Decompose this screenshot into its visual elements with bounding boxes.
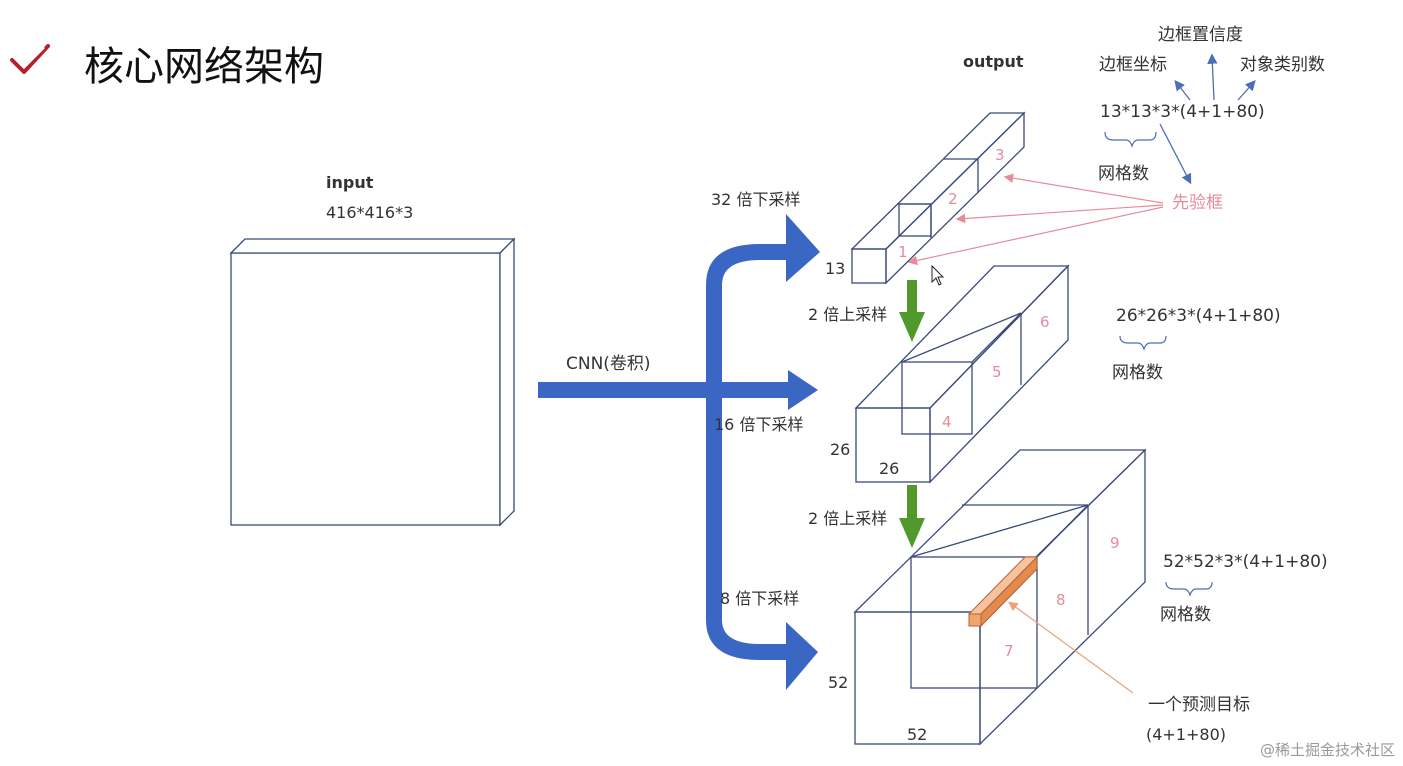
title-check-icon xyxy=(10,44,50,74)
output-label: output xyxy=(963,52,1024,71)
anchor-6: 6 xyxy=(1040,313,1050,331)
anchor-4: 4 xyxy=(942,413,952,431)
formula-13: 13*13*3*(4+1+80) xyxy=(1100,102,1265,122)
anchor-3: 3 xyxy=(995,146,1005,164)
cnn-arrows xyxy=(538,214,820,690)
anchor-5: 5 xyxy=(992,363,1002,381)
class-count-label: 对象类别数 xyxy=(1240,55,1325,75)
target-arrow xyxy=(1008,601,1134,694)
input-cube xyxy=(229,237,516,527)
up2-a-label: 2 倍上采样 xyxy=(808,305,887,324)
prediction-target-column xyxy=(967,555,1039,628)
cnn-label: CNN(卷积) xyxy=(566,354,651,374)
annotation-arrows xyxy=(1159,53,1256,185)
grid-26-left: 26 xyxy=(830,440,850,459)
up2-b-label: 2 倍上采样 xyxy=(808,509,887,528)
grid-braces xyxy=(1104,131,1213,597)
grid-count-label-3: 网格数 xyxy=(1160,605,1211,625)
mouse-cursor-icon xyxy=(931,264,945,286)
anchor-1: 1 xyxy=(898,243,908,261)
grid-count-label-1: 网格数 xyxy=(1098,164,1149,184)
grid-13: 13 xyxy=(825,259,845,278)
down8-label: 8 倍下采样 xyxy=(720,589,799,608)
page-title: 核心网络架构 xyxy=(84,44,324,90)
upsample-arrows xyxy=(899,280,925,548)
anchor-7: 7 xyxy=(1004,642,1014,660)
watermark: @稀土掘金技术社区 xyxy=(1259,741,1395,759)
anchor-8: 8 xyxy=(1056,591,1066,609)
cuboid-26 xyxy=(854,264,1070,484)
one-target-label: 一个预测目标 xyxy=(1148,695,1250,715)
grid-26-bottom: 26 xyxy=(879,459,899,478)
grid-count-label-2: 网格数 xyxy=(1112,363,1163,383)
cuboid-52 xyxy=(853,448,1147,746)
one-target-value: (4+1+80) xyxy=(1146,725,1226,744)
down16-label: 16 倍下采样 xyxy=(714,415,803,434)
prior-box-label: 先验框 xyxy=(1172,193,1223,213)
down32-label: 32 倍下采样 xyxy=(711,190,800,209)
cuboid-13 xyxy=(850,111,1026,285)
anchor-9: 9 xyxy=(1110,534,1120,552)
formula-52: 52*52*3*(4+1+80) xyxy=(1163,552,1328,572)
prior-box-arrows xyxy=(907,173,1164,266)
anchor-2: 2 xyxy=(948,190,958,208)
box-coords-label: 边框坐标 xyxy=(1099,55,1167,75)
input-label: input xyxy=(326,173,374,192)
grid-52-bottom: 52 xyxy=(907,725,927,744)
grid-52-left: 52 xyxy=(828,673,848,692)
input-size: 416*416*3 xyxy=(326,203,413,222)
formula-26: 26*26*3*(4+1+80) xyxy=(1116,306,1281,326)
box-confidence-label: 边框置信度 xyxy=(1158,25,1243,45)
